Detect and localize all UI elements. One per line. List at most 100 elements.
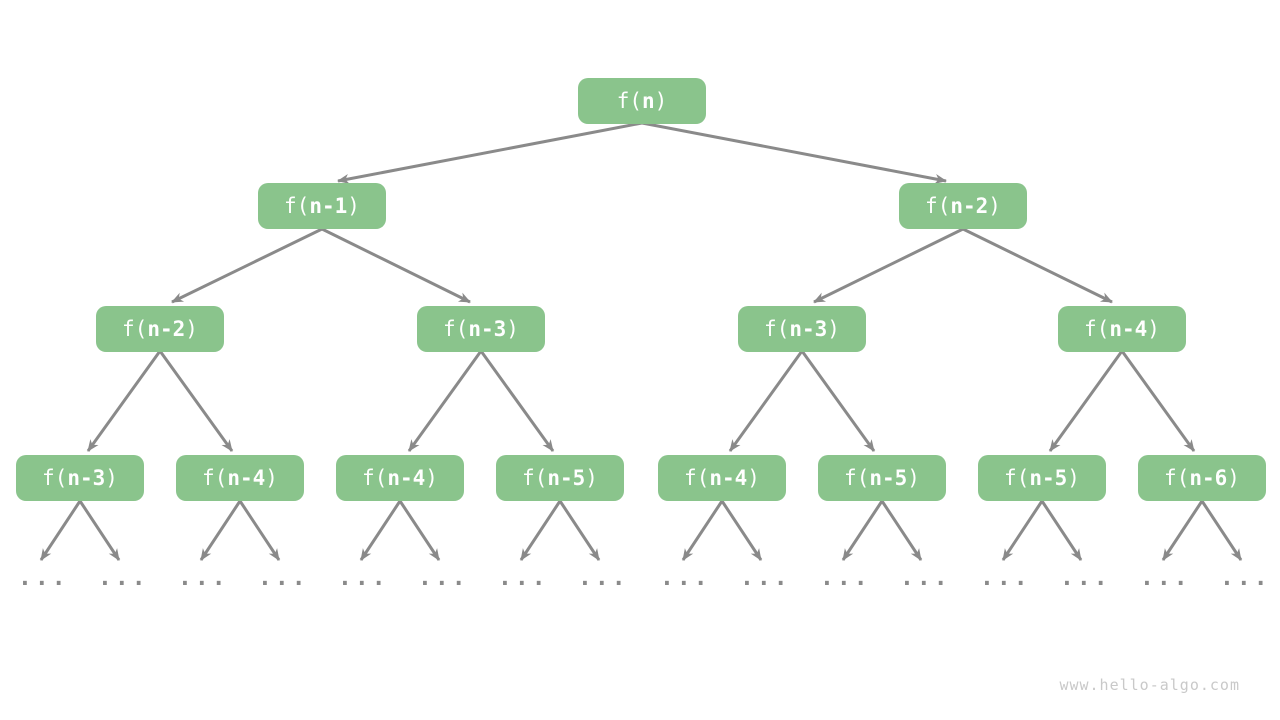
- ellipsis: ...: [1140, 565, 1191, 591]
- edge: [1040, 500, 1083, 561]
- node-label-prefix: f(: [362, 465, 388, 490]
- edge: [238, 500, 281, 561]
- node-label-prefix: f(: [284, 193, 310, 218]
- edge: [86, 350, 162, 452]
- edge: [1200, 500, 1243, 561]
- edge: [558, 500, 601, 561]
- node-label-suffix: ): [747, 465, 760, 490]
- edge: [407, 350, 483, 452]
- edge: [398, 500, 441, 561]
- node-label-suffix: ): [506, 316, 519, 341]
- ellipsis: ...: [98, 565, 149, 591]
- node-label-arg: n-6: [1189, 465, 1228, 490]
- edge: [158, 350, 234, 452]
- edge: [962, 227, 1113, 304]
- node-label-arg: n-5: [547, 465, 586, 490]
- node-label-arg: n-3: [789, 316, 828, 341]
- node-label-arg: n-3: [67, 465, 106, 490]
- edge: [800, 350, 876, 452]
- node-label-arg: n-2: [147, 316, 186, 341]
- edge: [728, 350, 804, 452]
- node-label-arg: n-5: [869, 465, 908, 490]
- tree-node-root: f(n): [578, 78, 706, 124]
- ellipsis: ...: [178, 565, 229, 591]
- watermark: www.hello-algo.com: [1059, 676, 1240, 694]
- node-label-prefix: f(: [684, 465, 710, 490]
- node-label-suffix: ): [347, 193, 360, 218]
- node-label-prefix: f(: [202, 465, 228, 490]
- tree-node: f(n-2): [96, 306, 224, 352]
- node-label-suffix: ): [425, 465, 438, 490]
- ellipsis: ...: [660, 565, 711, 591]
- node-label-prefix: f(: [764, 316, 790, 341]
- edge: [359, 500, 402, 561]
- tree-node: f(n-2): [899, 183, 1027, 229]
- edge: [1048, 350, 1124, 452]
- ellipsis: ...: [578, 565, 629, 591]
- edge: [171, 227, 323, 304]
- node-label-arg: n-1: [309, 193, 348, 218]
- edge: [681, 500, 724, 561]
- edge: [479, 350, 555, 452]
- ellipsis: ...: [900, 565, 951, 591]
- edge: [841, 500, 884, 561]
- edge: [1161, 500, 1204, 561]
- node-label-prefix: f(: [1084, 316, 1110, 341]
- ellipsis: ...: [1220, 565, 1271, 591]
- tree-node: f(n-4): [1058, 306, 1186, 352]
- node-label-prefix: f(: [1164, 465, 1190, 490]
- edge: [641, 121, 947, 184]
- node-label-suffix: ): [988, 193, 1001, 218]
- edge: [880, 500, 923, 561]
- node-label-suffix: ): [105, 465, 118, 490]
- node-label-arg: n-2: [950, 193, 989, 218]
- node-label-suffix: ): [1067, 465, 1080, 490]
- node-label-arg: n-4: [1109, 316, 1148, 341]
- ellipsis: ...: [18, 565, 69, 591]
- node-label-prefix: f(: [844, 465, 870, 490]
- node-label-prefix: f(: [122, 316, 148, 341]
- node-label-suffix: ): [585, 465, 598, 490]
- ellipsis: ...: [338, 565, 389, 591]
- node-label-arg: n-5: [1029, 465, 1068, 490]
- node-label-arg: n-3: [468, 316, 507, 341]
- tree-node: f(n-3): [16, 455, 144, 501]
- tree-node: f(n-5): [978, 455, 1106, 501]
- node-label-suffix: ): [185, 316, 198, 341]
- node-label-suffix: ): [1227, 465, 1240, 490]
- edge: [199, 500, 242, 561]
- tree-node: f(n-3): [417, 306, 545, 352]
- edge: [78, 500, 121, 561]
- tree-node: f(n-4): [336, 455, 464, 501]
- node-label-suffix: ): [265, 465, 278, 490]
- node-label-prefix: f(: [42, 465, 68, 490]
- node-label-prefix: f(: [925, 193, 951, 218]
- tree-node: f(n-5): [818, 455, 946, 501]
- ellipsis: ...: [258, 565, 309, 591]
- ellipsis: ...: [498, 565, 549, 591]
- ellipsis: ...: [980, 565, 1031, 591]
- node-label-arg: n-4: [227, 465, 266, 490]
- tree-node: f(n-1): [258, 183, 386, 229]
- tree-node: f(n-5): [496, 455, 624, 501]
- edge: [1001, 500, 1044, 561]
- edge: [720, 500, 763, 561]
- node-label-suffix: ): [1147, 316, 1160, 341]
- tree-node: f(n-4): [176, 455, 304, 501]
- edge: [519, 500, 562, 561]
- ellipsis: ...: [418, 565, 469, 591]
- edge: [1120, 350, 1196, 452]
- edge: [337, 121, 643, 184]
- edge: [39, 500, 82, 561]
- node-label-arg: n-4: [709, 465, 748, 490]
- edge: [813, 227, 964, 304]
- tree-node: f(n-4): [658, 455, 786, 501]
- tree-node: f(n-3): [738, 306, 866, 352]
- node-label-suffix: ): [907, 465, 920, 490]
- node-label-suffix: ): [827, 316, 840, 341]
- node-label-prefix: f(: [616, 88, 642, 113]
- edge: [321, 227, 471, 304]
- ellipsis: ...: [820, 565, 871, 591]
